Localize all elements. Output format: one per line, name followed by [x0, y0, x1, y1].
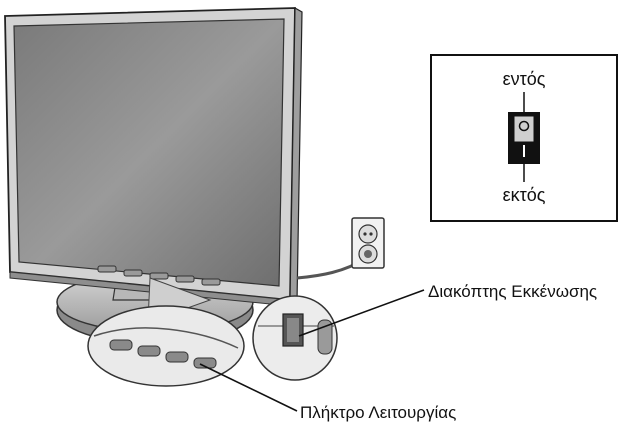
monitor-buttons: [97, 265, 221, 286]
monitor-screen: [13, 18, 285, 287]
rocker-switch-icon: [508, 92, 540, 182]
switch-off-label: εκτός: [502, 185, 546, 205]
monitor: [4, 6, 303, 307]
switch-zoom: [252, 295, 338, 381]
leader-lines: [199, 289, 425, 412]
power-switch-inset: εντός εκτός: [430, 54, 618, 222]
function-button-callout: Πλήκτρο Λειτουργίας: [300, 403, 457, 422]
vacuum-switch-callout: Διακόπτης Εκκένωσης: [428, 282, 598, 301]
switch-on-label: εντός: [502, 69, 546, 89]
wall-outlet: [351, 217, 385, 269]
